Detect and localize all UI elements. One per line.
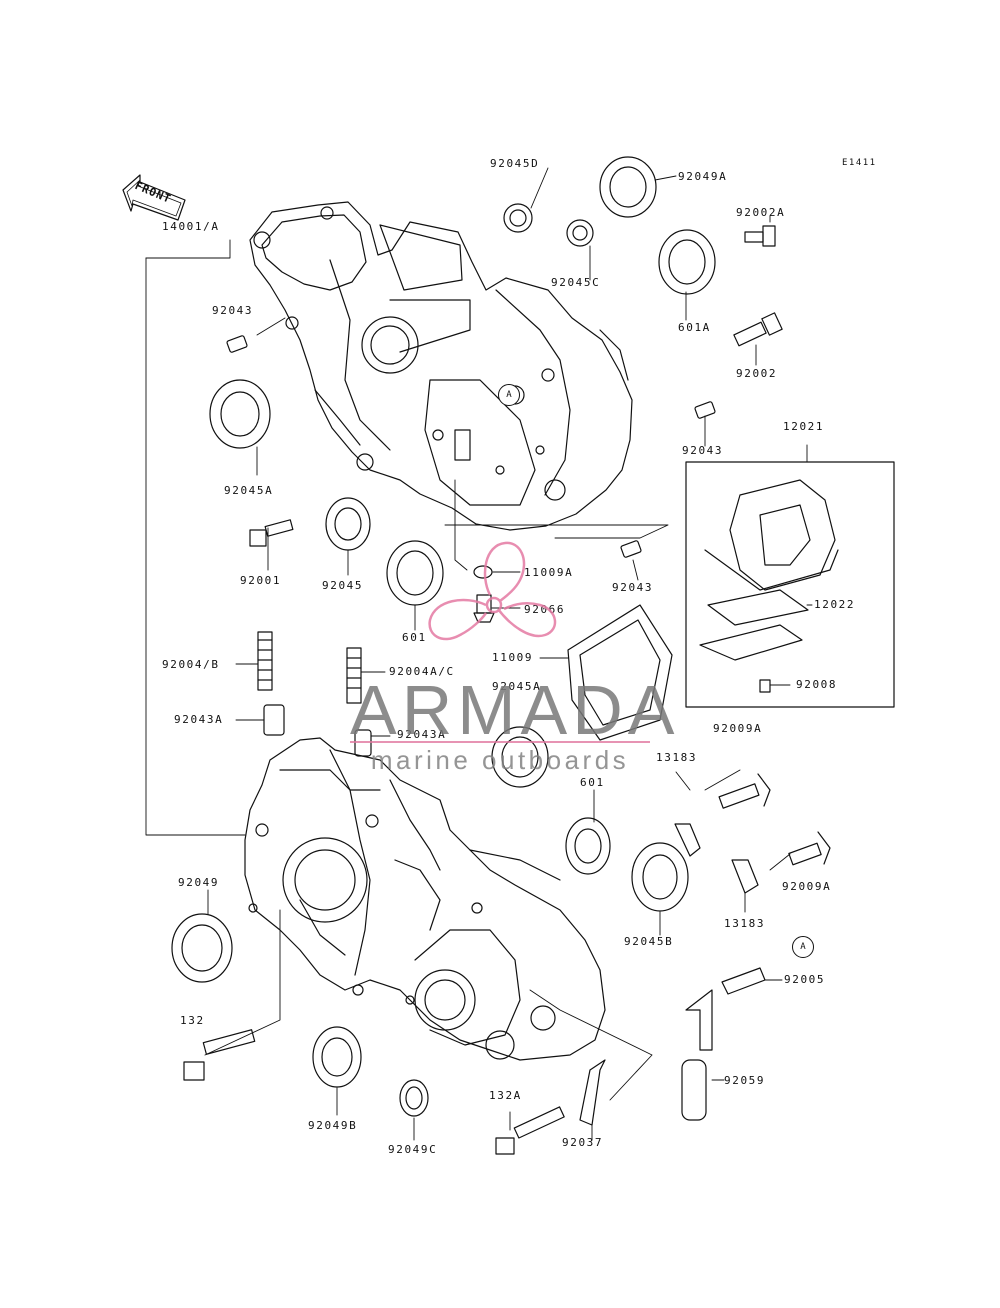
stud-92004ac [346,647,362,704]
label-92009a-lower: 92009A [782,880,832,893]
label-92043-right: 92043 [682,444,724,457]
label-92045d: 92045D [490,157,540,170]
dowel-92043a-left [263,704,285,736]
reed-valve-12021 [704,479,839,591]
bearing-92045c [566,219,594,247]
bolt-92001 [249,519,294,547]
reed-stopper-12022 [699,589,809,661]
callout-marker-a-upper: A [498,384,520,406]
reed-valve-box [685,461,895,708]
washer-11009a [473,565,493,579]
label-92001: 92001 [240,574,282,587]
label-12021: 12021 [783,420,825,433]
plug-92066 [473,594,495,623]
bearing-601-lower [565,817,611,875]
label-92049a: 92049A [678,170,728,183]
label-92043-top: 92043 [212,304,254,317]
label-92005: 92005 [784,973,826,986]
seal-92049b [312,1026,362,1088]
label-92004b: 92004/B [162,658,220,671]
screw-92009a-top [718,773,771,809]
label-92045b: 92045B [624,935,674,948]
bearing-92045a-lower [491,726,549,788]
label-132: 132 [180,1014,205,1027]
fitting-92005 [721,967,766,995]
bolt-92002a [744,225,776,247]
seal-92049 [171,913,233,983]
bearing-92045a-upper [209,379,271,449]
bearing-601a [658,229,716,295]
label-92066: 92066 [524,603,566,616]
pin-92043-mid [620,540,642,558]
bolt-92002 [733,312,783,347]
screw-92009a-lower [788,831,831,866]
label-92049: 92049 [178,876,220,889]
gasket-11009 [567,604,673,741]
label-92002: 92002 [736,367,778,380]
watermark-divider [350,741,650,743]
label-92045c: 92045C [551,276,601,289]
screw-92008 [759,679,771,693]
label-12022: 12022 [814,598,856,611]
bearing-92045 [325,497,371,551]
dowel-92043a-mid [354,729,372,757]
label-601a: 601A [678,321,711,334]
callout-marker-a-lower: A [792,936,814,958]
label-92043a-left: 92043A [174,713,224,726]
label-92043a-mid: 92043A [397,728,447,741]
seal-92049a [599,156,657,218]
label-92004ac: 92004A/C [389,665,455,678]
label-92037: 92037 [562,1136,604,1149]
propeller-logo-icon [428,541,557,641]
pin-92043-upper [226,335,248,353]
upper-crankcase-half [249,201,633,531]
label-92009a-top: 92009A [713,722,763,735]
label-13183-lower: 13183 [724,917,766,930]
label-92045a-lower: 92045A [492,680,542,693]
label-13183-top: 13183 [656,751,698,764]
label-92049b: 92049B [308,1119,358,1132]
label-11009: 11009 [492,651,534,664]
watermark-tagline: marine outboards [370,745,630,775]
plate-13183-top [674,823,701,857]
plate-13183-lower [731,859,759,894]
label-92043-mid: 92043 [612,581,654,594]
front-arrow-icon [122,174,186,221]
lower-crankcase-half [244,737,606,1061]
bearing-92045d [503,203,533,233]
clamp-92037 [579,1059,606,1126]
pin-92043-right [694,401,716,419]
label-601-upper: 601 [402,631,427,644]
label-92059: 92059 [724,1074,766,1087]
label-92045: 92045 [322,579,364,592]
diagram-code: E1411 [842,158,877,168]
label-601-lower: 601 [580,776,605,789]
bolt-132a [495,1106,565,1155]
bearing-92045b [631,842,689,912]
label-92002a: 92002A [736,206,786,219]
label-92049c: 92049C [388,1143,438,1156]
label-92045a-upper: 92045A [224,484,274,497]
seal-92049c [399,1079,429,1117]
label-11009a: 11009A [524,566,574,579]
label-132a: 132A [489,1089,522,1102]
bolt-132 [183,1029,256,1081]
label-92008: 92008 [796,678,838,691]
label-14001a: 14001/A [162,220,220,233]
hose-92059 [681,989,713,1121]
stud-92004b [257,631,273,691]
watermark-brand: ARMADA [350,671,680,749]
